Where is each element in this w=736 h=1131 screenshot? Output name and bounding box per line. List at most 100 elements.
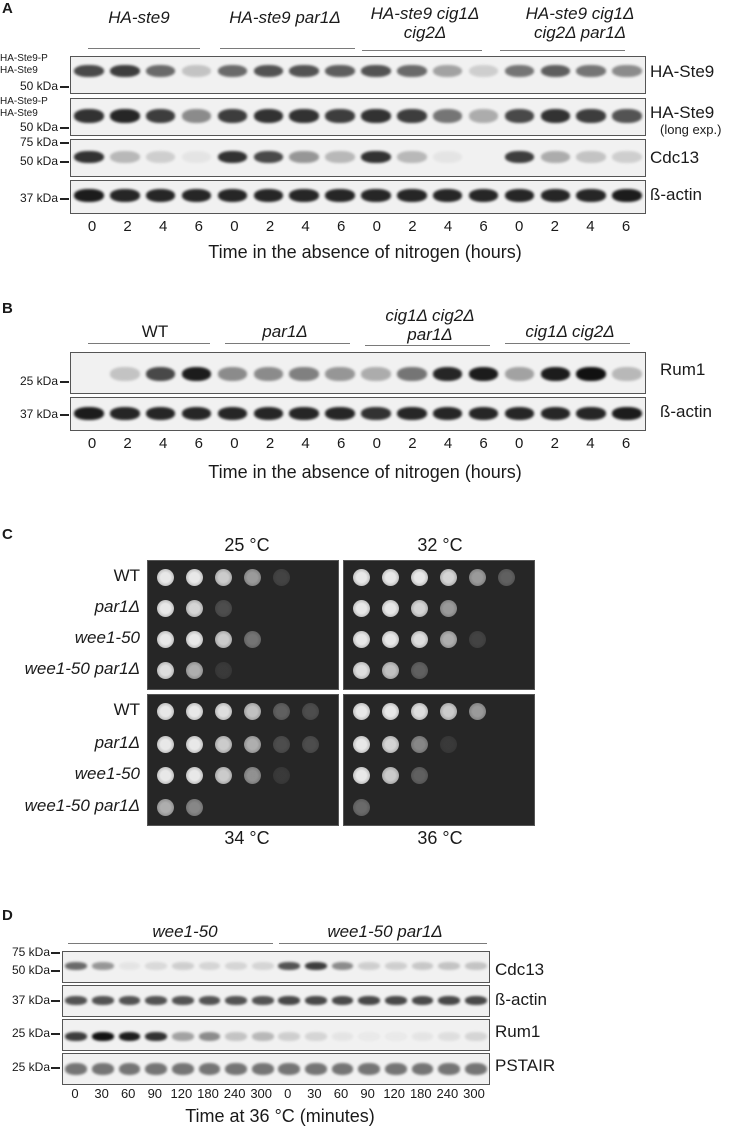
timepoint-label: 0 xyxy=(372,218,381,235)
blot-band xyxy=(504,367,535,381)
group-line-b3 xyxy=(365,345,490,346)
blot-band xyxy=(253,407,283,420)
blot-band xyxy=(540,189,570,202)
blot-band xyxy=(411,1063,434,1075)
blot-band xyxy=(65,1063,88,1075)
blot-band xyxy=(540,65,570,77)
group-line-b1 xyxy=(88,343,210,344)
timepoint-label: 2 xyxy=(265,435,275,452)
yeast-spot xyxy=(215,736,232,753)
blot-label-rum1-b: Rum1 xyxy=(660,360,706,379)
yeast-spot xyxy=(215,569,232,586)
blot-band xyxy=(278,1032,301,1041)
marker-ste9-1: HA-Ste9 xyxy=(0,65,38,76)
blot-band xyxy=(576,189,606,202)
blot-band xyxy=(110,407,140,420)
blot-band xyxy=(331,962,354,970)
blot-band xyxy=(65,962,88,970)
strain-par1-bottom: par1Δ xyxy=(94,733,140,752)
timepoint-label: 120 xyxy=(170,1086,193,1101)
blot-band xyxy=(198,1063,221,1075)
timepoint-label: 6 xyxy=(337,218,346,235)
blot-label-ha-ste9-long: HA-Ste9 xyxy=(650,103,715,122)
marker-tick xyxy=(60,198,69,200)
blot-band xyxy=(74,109,104,123)
timepoint-label: 2 xyxy=(265,218,275,235)
blot-band xyxy=(289,109,319,123)
yeast-spot xyxy=(411,569,428,586)
yeast-spot xyxy=(215,662,232,679)
blot-band xyxy=(110,65,140,77)
temp-32: 32 °C xyxy=(417,535,463,555)
yeast-spot xyxy=(244,703,261,720)
group-line-b4 xyxy=(505,343,630,344)
group-line-d1 xyxy=(68,943,273,944)
group-label-d1: wee1-50 xyxy=(152,922,218,941)
yeast-spot xyxy=(411,703,428,720)
blot-band xyxy=(576,151,606,163)
blot-band xyxy=(181,367,212,381)
blot-band xyxy=(74,151,104,163)
blot-band xyxy=(253,367,283,381)
marker-tick xyxy=(60,86,69,88)
timepoint-label: 4 xyxy=(443,435,453,452)
blot-band xyxy=(612,65,642,77)
blot-band xyxy=(361,367,391,381)
blot-band xyxy=(253,65,283,77)
timepoint-label: 2 xyxy=(408,218,417,235)
yeast-spot xyxy=(353,703,370,720)
yeast-spot xyxy=(244,767,261,784)
blot-band xyxy=(171,1032,194,1041)
blot-band xyxy=(110,151,140,163)
blot-cdc13-d xyxy=(62,951,490,983)
marker-25kda-d: 25 kDa xyxy=(11,1026,50,1040)
blot-band xyxy=(181,407,212,420)
timepoint-label: 0 xyxy=(515,218,524,235)
yeast-spot xyxy=(411,767,428,784)
blot-band xyxy=(468,65,499,77)
timepoint-label: 4 xyxy=(159,435,168,452)
yeast-spot xyxy=(215,703,232,720)
blot-band xyxy=(468,189,499,202)
yeast-spot xyxy=(215,600,232,617)
timepoint-label: 2 xyxy=(123,435,132,452)
timepoint-label: 6 xyxy=(479,435,488,452)
timepoint-label: 0 xyxy=(372,435,381,452)
blot-pstair-d xyxy=(62,1053,490,1085)
plate-25c xyxy=(147,560,339,690)
blot-band xyxy=(253,109,283,123)
blot-band xyxy=(198,962,221,970)
blot-band xyxy=(540,109,570,123)
blot-band xyxy=(397,407,427,420)
timepoint-label: 0 xyxy=(71,1086,79,1101)
yeast-spot xyxy=(186,600,203,617)
blot-label-actin-d: ß-actin xyxy=(495,990,547,1009)
blot-band xyxy=(145,151,176,163)
blot-label-actin-b: ß-actin xyxy=(660,402,712,421)
blot-actin-d xyxy=(62,985,490,1017)
blot-band xyxy=(92,996,114,1005)
yeast-spot xyxy=(273,767,290,784)
blot-band xyxy=(181,65,212,77)
blot-band xyxy=(278,996,301,1005)
blot-band xyxy=(438,996,460,1005)
blot-band xyxy=(145,407,176,420)
blot-band xyxy=(397,151,427,163)
blot-band xyxy=(217,151,248,163)
yeast-spot xyxy=(244,569,261,586)
blot-band xyxy=(225,1063,247,1075)
blot-band xyxy=(74,65,104,77)
timepoint-label: 90 xyxy=(360,1086,375,1101)
blot-label-ha-ste9: HA-Ste9 xyxy=(650,62,715,81)
blot-band xyxy=(576,65,606,77)
marker-37kda-d: 37 kDa xyxy=(11,993,50,1007)
yeast-spot xyxy=(440,703,457,720)
marker-tick xyxy=(51,952,60,954)
blot-band xyxy=(361,407,391,420)
blot-band xyxy=(278,962,301,970)
blot-band xyxy=(464,962,487,970)
marker-50kda-2: 50 kDa xyxy=(19,120,58,134)
timepoint-label: 0 xyxy=(230,435,239,452)
blot-band xyxy=(464,1032,487,1041)
